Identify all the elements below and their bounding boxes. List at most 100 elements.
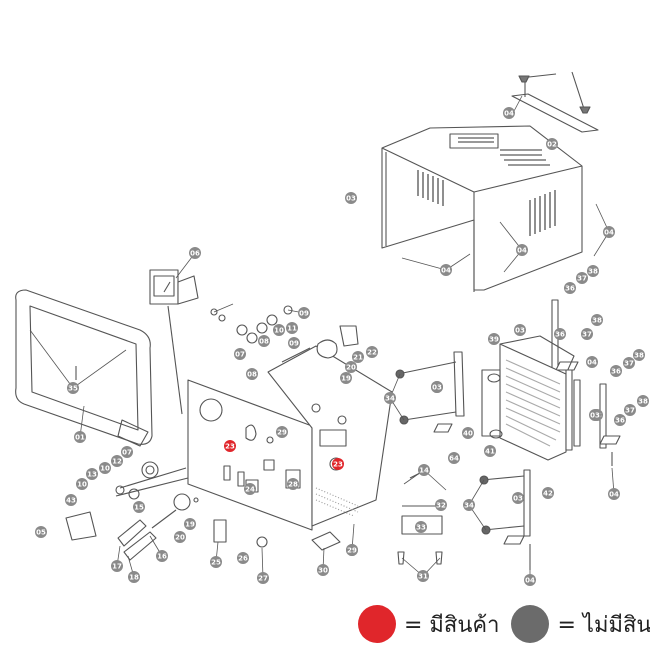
part-badge-circle xyxy=(189,247,201,259)
part-badge-04: 04 xyxy=(503,107,515,119)
part-number-label: 02 xyxy=(547,141,557,149)
side-vent-slots-cover xyxy=(417,170,556,236)
part-badge-circle xyxy=(608,488,620,500)
part-number-label: 12 xyxy=(112,458,122,466)
part-number-label: 39 xyxy=(489,336,499,344)
part-number-label: 10 xyxy=(274,327,284,335)
part-badge-circle xyxy=(614,414,626,426)
part-badge-circle xyxy=(512,492,524,504)
part-badge-03: 03 xyxy=(512,492,524,504)
part-badge-04: 04 xyxy=(603,226,615,238)
part-badge-circle xyxy=(74,431,86,443)
part-badge-03: 03 xyxy=(431,381,443,393)
part-number-label: 36 xyxy=(611,368,621,376)
bottom-vent-dots xyxy=(315,487,359,517)
part-badge-circle xyxy=(546,138,558,150)
part-badge-38: 38 xyxy=(587,265,599,277)
part-badge-circle xyxy=(431,381,443,393)
part-badge-circle xyxy=(384,392,396,404)
part-badge-42: 42 xyxy=(542,487,554,499)
part-badge-circle xyxy=(210,556,222,568)
part-number-label: 21 xyxy=(353,354,363,362)
part-badge-03: 03 xyxy=(589,409,601,421)
part-number-label: 38 xyxy=(638,398,648,406)
main-housing-cover xyxy=(381,125,583,292)
transformer xyxy=(481,335,581,461)
part-number-label: 27 xyxy=(258,575,268,583)
part-number-label: 36 xyxy=(565,285,575,293)
part-badge-31: 31 xyxy=(417,570,429,582)
part-badge-circle xyxy=(463,499,475,511)
part-badge-circle xyxy=(76,478,88,490)
part-badge-circle xyxy=(111,455,123,467)
part-number-badges: 0102030303030303030404040404040405060707… xyxy=(35,107,649,586)
part-number-label: 23 xyxy=(225,443,235,451)
part-badge-circle xyxy=(514,324,526,336)
part-badge-circle xyxy=(258,335,270,347)
part-badge-07: 07 xyxy=(234,348,246,360)
part-badge-14: 14 xyxy=(418,464,430,476)
part-number-label: 24 xyxy=(245,486,255,494)
part-number-label: 38 xyxy=(592,317,602,325)
part-badge-08: 08 xyxy=(246,368,258,380)
part-badge-circle xyxy=(246,368,258,380)
part-badge-39: 39 xyxy=(488,333,500,345)
part-badge-25: 25 xyxy=(210,556,222,568)
unavailable-label: = ไม่มีสินค้า xyxy=(557,612,650,638)
part-number-label: 15 xyxy=(134,504,144,512)
parts-line-drawing xyxy=(15,71,621,570)
part-number-label: 07 xyxy=(122,449,132,457)
part-badge-circle xyxy=(287,478,299,490)
part-number-label: 10 xyxy=(100,465,110,473)
part-badge-10: 10 xyxy=(99,462,111,474)
part-badge-circle xyxy=(488,333,500,345)
part-number-label: 20 xyxy=(346,364,356,372)
part-number-label: 04 xyxy=(441,267,451,275)
part-badge-08: 08 xyxy=(258,335,270,347)
part-badge-circle xyxy=(352,351,364,363)
part-number-label: 20 xyxy=(175,534,185,542)
part-badge-04: 04 xyxy=(516,244,528,256)
part-badge-20: 20 xyxy=(174,531,186,543)
part-number-label: 01 xyxy=(75,434,85,442)
part-badge-circle xyxy=(257,572,269,584)
part-number-label: 37 xyxy=(625,407,635,415)
part-badge-36: 36 xyxy=(554,328,566,340)
availability-legend: = มีสินค้า = ไม่มีสินค้า xyxy=(358,604,650,644)
part-badge-circle xyxy=(346,544,358,556)
part-badge-circle xyxy=(317,564,329,576)
part-badge-37: 37 xyxy=(624,404,636,416)
part-number-label: 03 xyxy=(346,195,356,203)
part-badge-circle xyxy=(637,395,649,407)
washer-stack xyxy=(210,305,293,344)
part-number-label: 29 xyxy=(347,547,357,555)
part-number-label: 37 xyxy=(577,275,587,283)
part-badge-circle xyxy=(184,518,196,530)
part-badge-26: 26 xyxy=(237,552,249,564)
part-badge-64: 64 xyxy=(448,452,460,464)
part-number-label: 35 xyxy=(68,385,78,393)
part-number-label: 64 xyxy=(449,455,459,463)
part-number-label: 30 xyxy=(318,567,328,575)
part-number-label: 04 xyxy=(587,359,597,367)
part-badge-09: 09 xyxy=(288,337,300,349)
clamps xyxy=(117,509,177,561)
bracket-right-lower xyxy=(599,383,621,466)
part-number-label: 04 xyxy=(525,577,535,585)
part-number-label: 25 xyxy=(211,559,221,567)
part-badge-circle xyxy=(366,346,378,358)
part-badge-circle xyxy=(276,426,288,438)
unavailable-swatch xyxy=(511,605,550,643)
part-badge-04: 04 xyxy=(524,574,536,586)
part-number-label: 42 xyxy=(543,490,553,498)
part-badge-circle xyxy=(484,445,496,457)
part-badge-circle xyxy=(133,501,145,513)
part-number-label: 23 xyxy=(333,461,343,469)
part-badge-circle xyxy=(288,337,300,349)
part-number-label: 41 xyxy=(485,448,495,456)
top-vent-slots xyxy=(458,137,550,166)
part-badge-circle xyxy=(237,552,249,564)
part-badge-circle xyxy=(345,361,357,373)
transformer-laminations xyxy=(505,359,561,447)
part-badge-circle xyxy=(440,264,452,276)
